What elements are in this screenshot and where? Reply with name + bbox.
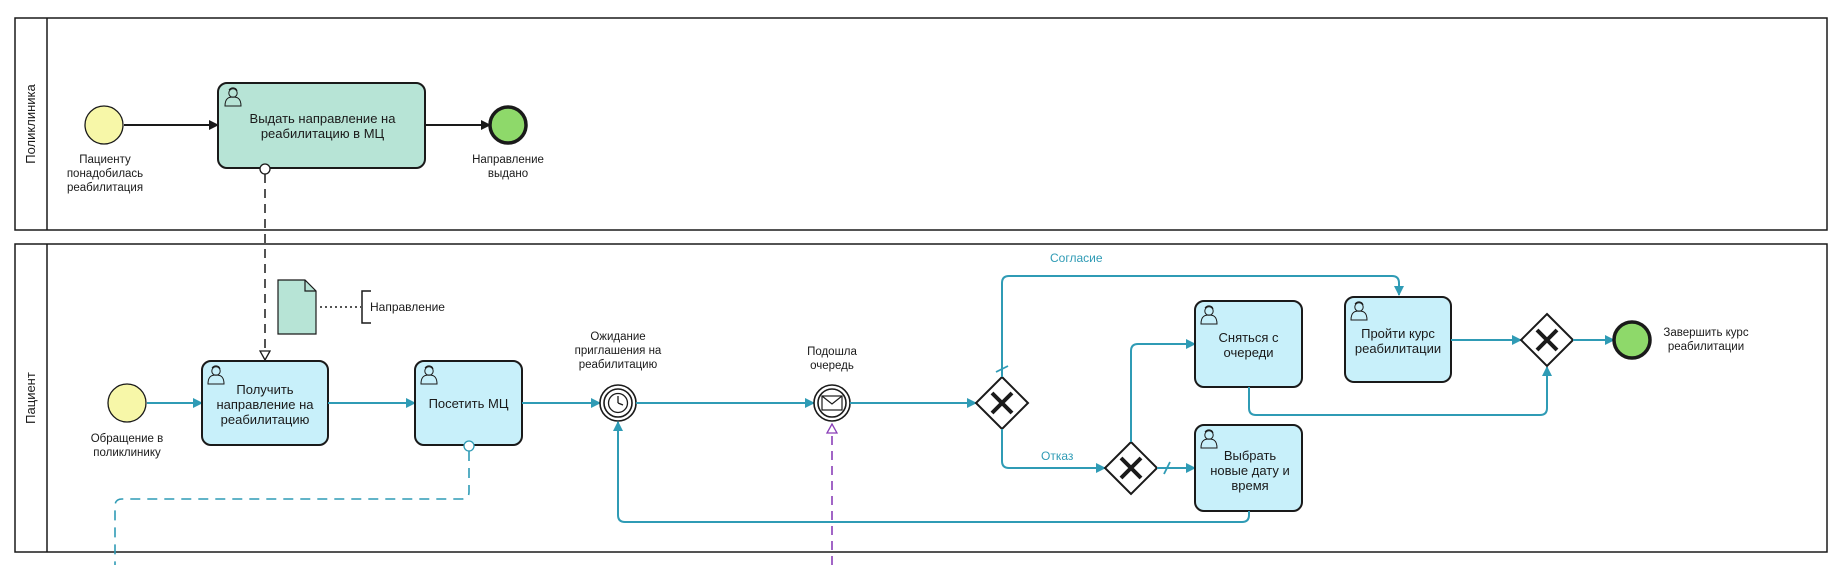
lane-polyclinic-title: Поликлиника — [23, 84, 38, 164]
flow-new-date-back-to-timer — [613, 421, 1250, 523]
start-event-patient[interactable] — [107, 383, 147, 423]
task-visit-mc[interactable] — [414, 360, 523, 446]
annotation-text: Направление — [370, 300, 445, 314]
message-event[interactable] — [813, 384, 851, 422]
flow-label-refuse: Отказ — [1041, 449, 1074, 463]
message-event-label: Подошла очередь — [807, 346, 857, 372]
lane-patient-title: Пациент — [23, 372, 38, 424]
end-event-patient[interactable] — [1612, 320, 1652, 360]
exclusive-gateway-3[interactable] — [1519, 312, 1575, 368]
timer-event-label: Ожидание приглашения на реабилитацию — [574, 331, 662, 371]
flow-gateway-agree — [1001, 275, 1404, 377]
default-flow-marker-2 — [1163, 461, 1171, 475]
timer-event[interactable] — [599, 384, 637, 422]
task-issue-referral[interactable] — [217, 82, 426, 169]
flow-label-agree: Согласие — [1050, 251, 1103, 265]
end-event-patient-label: Завершить курс реабилитации — [1663, 327, 1749, 353]
message-flow-origin-visit — [463, 440, 475, 452]
task-choose-new-date[interactable] — [1194, 424, 1303, 512]
task-receive-referral[interactable] — [201, 360, 329, 446]
message-flow-origin — [259, 163, 271, 175]
flow-gateway-refuse — [1001, 429, 1106, 473]
message-flow-visit-out — [114, 451, 470, 565]
exclusive-gateway-2[interactable] — [1103, 440, 1159, 496]
start-event-polyclinic[interactable] — [84, 105, 124, 145]
data-object-icon — [277, 279, 317, 335]
default-flow-marker — [995, 365, 1009, 373]
flow-leave-queue-to-join — [1248, 366, 1552, 416]
flow-gateway2-to-leave-queue — [1130, 339, 1196, 442]
end-event-polyclinic[interactable] — [488, 105, 528, 145]
start-event-patient-label: Обращение в поликлинику — [90, 433, 164, 459]
task-rehab-course[interactable] — [1344, 296, 1452, 383]
lane-patient: Пациент — [14, 243, 1828, 553]
task-leave-queue[interactable] — [1194, 300, 1303, 388]
start-event-polyclinic-label: Пациенту понадобилась реабилитация — [66, 154, 144, 194]
annotation-bracket — [361, 290, 371, 324]
end-event-polyclinic-label: Направление выдано — [472, 154, 544, 180]
